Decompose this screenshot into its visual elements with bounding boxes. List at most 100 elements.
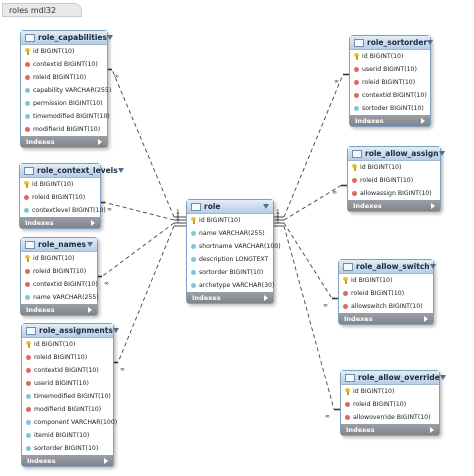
indexes-bar[interactable]: Indexes [20, 217, 100, 228]
column-row[interactable]: id BIGINT(10) [348, 161, 440, 174]
relation-line [111, 69, 175, 218]
collapse-arrow-icon[interactable] [429, 264, 436, 269]
table-header[interactable]: role_allow_override [341, 371, 446, 385]
column-row[interactable]: timemodified BIGINT(10) [21, 110, 110, 123]
table-header[interactable]: role_capabilities [21, 31, 113, 45]
table-header[interactable]: role_names [21, 238, 97, 252]
collapse-arrow-icon[interactable] [263, 204, 269, 209]
expand-arrow-icon[interactable] [91, 219, 95, 226]
column-row[interactable]: modifierid BIGINT(10) [22, 403, 113, 416]
column-row[interactable]: roleid BIGINT(10) [21, 71, 107, 84]
column-row[interactable]: id BIGINT(10) [350, 50, 430, 63]
collapse-arrow-icon[interactable] [117, 168, 124, 173]
column-row[interactable]: roleid BIGINT(10) [341, 398, 439, 411]
collapse-arrow-icon[interactable] [106, 35, 113, 40]
table-header[interactable]: role [187, 200, 273, 214]
collapse-arrow-icon[interactable] [427, 40, 434, 45]
column-row[interactable]: userid BIGINT(10) [350, 63, 430, 76]
indexes-bar[interactable]: Indexes [350, 115, 430, 126]
indexes-bar[interactable]: Indexes [21, 304, 97, 315]
expand-arrow-icon[interactable] [430, 426, 434, 433]
cardinality-many: ∞ [107, 205, 112, 213]
column-row[interactable]: contextid BIGINT(10) [21, 58, 107, 71]
column-row[interactable]: component VARCHAR(100) [22, 416, 117, 429]
column-icon [24, 208, 29, 213]
column-row[interactable]: sortorder BIGINT(10) [187, 266, 273, 279]
column-row[interactable]: itemid BIGINT(10) [22, 429, 113, 442]
column-row[interactable]: sortorder BIGINT(10) [22, 442, 113, 455]
column-label: roleid BIGINT(10) [360, 177, 414, 184]
column-row[interactable]: timemodified BIGINT(10) [22, 390, 113, 403]
column-row[interactable]: sortoder BIGINT(10) [350, 102, 430, 115]
table-header[interactable]: role_context_levels [20, 164, 124, 178]
column-row[interactable]: permission BIGINT(10) [21, 97, 107, 110]
column-row[interactable]: id BIGINT(10) [22, 338, 113, 351]
column-row[interactable]: allowoverride BIGINT(10) [341, 411, 439, 424]
column-row[interactable]: roleid BIGINT(10) [21, 265, 97, 278]
column-row[interactable]: name VARCHAR(255) [187, 227, 273, 240]
indexes-bar[interactable]: Indexes [348, 200, 440, 211]
table-header[interactable]: role_sortorder [350, 36, 434, 50]
column-label: name VARCHAR(255) [199, 230, 265, 237]
column-label: sortoder BIGINT(10) [362, 105, 424, 112]
column-label: contextid BIGINT(10) [33, 281, 98, 288]
column-row[interactable]: modifierid BIGINT(10) [21, 123, 107, 136]
column-row[interactable]: contextid BIGINT(10) [350, 89, 430, 102]
column-row[interactable]: allowswitch BIGINT(10) [339, 300, 433, 313]
column-label: contextlevel BIGINT(10) [32, 207, 106, 214]
column-row[interactable]: id BIGINT(10) [341, 385, 439, 398]
expand-arrow-icon[interactable] [421, 117, 425, 124]
expand-arrow-icon[interactable] [424, 315, 428, 322]
column-row[interactable]: roleid BIGINT(10) [350, 76, 430, 89]
collapse-arrow-icon[interactable] [112, 328, 119, 333]
table-header[interactable]: role_assignments [22, 324, 119, 338]
column-row[interactable]: contextid BIGINT(10) [22, 364, 113, 377]
column-row[interactable]: contextid BIGINT(10) [21, 278, 98, 291]
column-row[interactable]: roleid BIGINT(10) [348, 174, 440, 187]
indexes-bar[interactable]: Indexes [339, 313, 433, 324]
column-row[interactable]: roleid BIGINT(10) [20, 191, 100, 204]
column-row[interactable]: contextlevel BIGINT(10) [20, 204, 106, 217]
column-row[interactable]: roleid BIGINT(10) [22, 351, 113, 364]
column-row[interactable]: id BIGINT(10) [339, 274, 433, 287]
expand-arrow-icon[interactable] [98, 138, 102, 145]
column-row[interactable]: id BIGINT(10) [21, 252, 97, 265]
column-row[interactable]: name VARCHAR(255) [21, 291, 99, 304]
column-row[interactable]: roleid BIGINT(10) [339, 287, 433, 300]
column-row[interactable]: id BIGINT(10) [187, 214, 273, 227]
primary-key-icon [354, 53, 359, 60]
column-row[interactable]: shortname VARCHAR(100) [187, 240, 281, 253]
column-row[interactable]: description LONGTEXT [187, 253, 273, 266]
expand-arrow-icon[interactable] [264, 294, 268, 301]
expand-arrow-icon[interactable] [104, 457, 108, 464]
indexes-bar[interactable]: Indexes [22, 455, 113, 466]
indexes-bar[interactable]: Indexes [21, 136, 107, 147]
indexes-bar[interactable]: Indexes [341, 424, 439, 435]
column-icon [25, 88, 30, 93]
table-header[interactable]: role_allow_assign [348, 147, 445, 161]
collapse-arrow-icon[interactable] [439, 375, 446, 380]
collapse-arrow-icon[interactable] [438, 151, 445, 156]
table-header[interactable]: role_allow_switch [339, 260, 436, 274]
collapse-arrow-icon[interactable] [87, 242, 93, 247]
column-row[interactable]: archetype VARCHAR(30) [187, 279, 274, 292]
column-row[interactable]: userid BIGINT(10) [22, 377, 113, 390]
column-row[interactable]: id BIGINT(10) [21, 45, 107, 58]
diagram-tab[interactable]: roles mdl32 [2, 3, 82, 17]
cardinality-many: ∞ [325, 412, 330, 420]
column-row[interactable]: capability VARCHAR(255) [21, 84, 111, 97]
column-row[interactable]: allowassign BIGINT(10) [348, 187, 440, 200]
indexes-bar[interactable]: Indexes [187, 292, 273, 303]
expand-arrow-icon[interactable] [431, 202, 435, 209]
column-row[interactable]: id BIGINT(10) [20, 178, 100, 191]
expand-arrow-icon[interactable] [88, 306, 92, 313]
